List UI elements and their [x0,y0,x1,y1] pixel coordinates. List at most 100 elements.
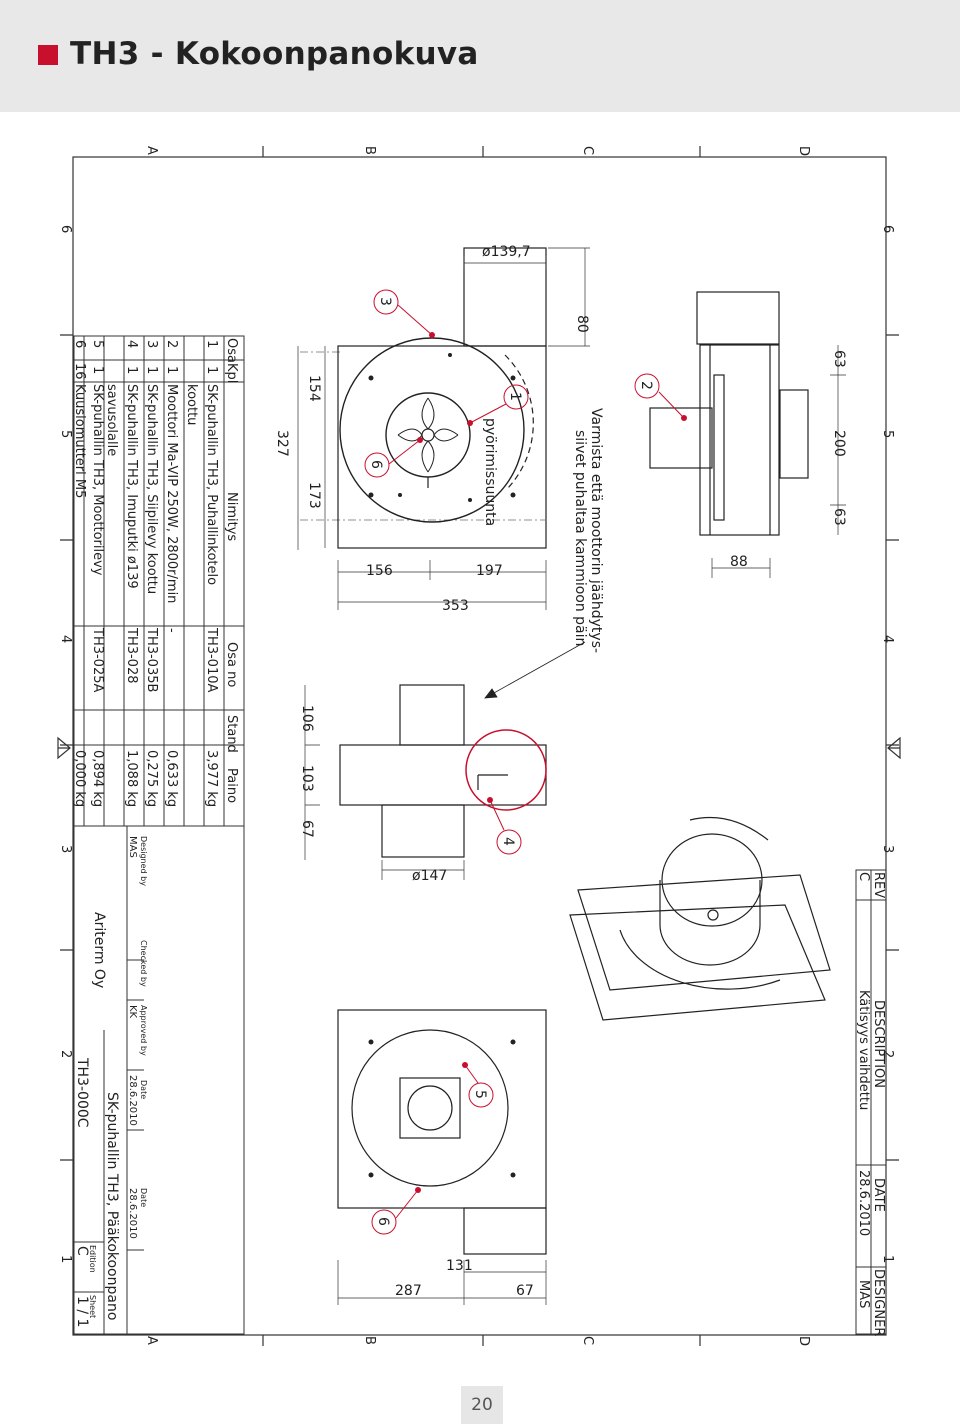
grid-row-c-bottom: C [580,1336,595,1345]
inner-border [72,156,887,1336]
balloon-6a: 6 [368,460,384,469]
part-2-name: Moottori Ma-VIP 250W, 2800r/min [164,384,179,603]
iso-volute [619,929,781,990]
iso-outlet [689,816,769,841]
dim-106: 106 [299,705,315,732]
dimension-lines [297,247,846,1305]
drawing-canvas: A B C D A B C D 6 5 4 3 2 1 6 5 4 3 2 1 … [57,146,901,1346]
dim-154: 154 [306,375,322,402]
iso-bottom-plate [569,904,826,1021]
drawing-title: SK-puhallin TH3, Pääkokoonpano [104,1092,120,1320]
dim-131: 131 [446,1258,473,1274]
center-mark-right [887,736,901,760]
part-5-paino: 0,894 kg [90,750,105,807]
bottom-view-housing [339,744,547,806]
iso-nut [707,909,719,921]
detail-circle [465,729,547,811]
dimension-labels: ø139,7 80 327 154 173 156 197 353 106 10… [274,244,847,1299]
parts-header-nimitys: Nimitys [224,492,239,541]
dim-173: 173 [306,482,322,509]
side-view-motor [649,407,713,469]
part-1-osa-no: TH3-010A [204,627,219,692]
part-4-kpl: 1 [124,366,139,374]
back-view [337,1009,547,1255]
title-accent-square [38,45,58,65]
date-value: 28.6.2010 [127,1075,138,1126]
grid-row-a-bottom: A [144,1336,159,1345]
dim-88: 88 [730,554,748,570]
rev-header-description: DESCRIPTION [871,1000,886,1088]
approved-by-value: KK [127,1005,138,1019]
dim-147: ø147 [412,868,447,884]
note-arrow [484,641,586,699]
bottom-view-inlet [381,804,465,858]
dim-139: ø139,7 [482,244,531,260]
part-1-name-cont: koottu [184,384,199,425]
grid-col-4-left: 4 [58,635,73,643]
grid-col-5-left: 5 [58,430,73,438]
iso-inlet-top [661,833,763,927]
part-5-osa: 5 [90,340,105,348]
drawing-number: TH3-000C [74,1057,90,1128]
grid-row-a-top: A [144,146,159,155]
part-4-osa: 4 [124,340,139,348]
rev-value-date: 28.6.2010 [856,1170,871,1236]
part-1-paino: 3,977 kg [204,750,219,807]
part-1-kpl: 1 [204,366,219,374]
grid-col-4-right: 4 [880,635,895,643]
side-view-backplate [713,374,725,521]
designed-by-label: Designed by [139,836,148,886]
part-2-osa-no: - [164,628,179,633]
grid-row-c-top: C [580,146,595,155]
grid-col-3-right: 3 [880,845,895,853]
part-3-osa-no: TH3-035B [144,627,159,692]
date2-label: Date [139,1188,148,1207]
dim-63b: 63 [831,508,847,526]
sheet-label: Sheet [88,1295,97,1318]
balloon-6b: 6 [375,1217,391,1226]
grid-col-1-right: 1 [880,1255,895,1263]
part-1-name: SK-puhallin TH3, Puhallinkotelo [204,384,219,585]
part-4-osa-no: TH3-028 [124,627,139,684]
iso-top-plate [577,874,831,991]
front-view-hub [421,428,435,442]
part-2-kpl: 1 [164,366,179,374]
company-name: Ariterm Oy [91,912,107,988]
parts-header-osa: Osa [224,338,239,363]
side-view-outlet [696,291,780,345]
center-mark-left [57,736,71,760]
edition-label: Edition [88,1245,97,1273]
bottom-view-motor [399,684,465,746]
grid-col-1-left: 1 [58,1255,73,1263]
part-3-name: SK-puhallin TH3, Siipilevy koottu [144,384,159,594]
front-view-centerlines [300,351,545,521]
part-4-name: SK-puhallin TH3, Imuputki ø139 [124,384,139,589]
grid-row-b-top: B [362,146,377,155]
part-balloons: 3 6 1 2 4 5 6 [364,289,687,1235]
balloon-2: 2 [638,381,654,390]
balloon-4: 4 [500,837,516,846]
side-view-cover [779,389,809,479]
dim-197: 197 [476,563,503,579]
back-view-motor-circle [407,1085,453,1131]
part-3-osa: 3 [144,340,159,348]
back-view-motor-square [399,1077,461,1139]
drawing-notes: pyörimissuunta Varmista että moottorin j… [482,408,604,653]
parts-list-table: Osa Kpl Nimitys Osa no Stand Paino 1 1 S… [72,335,245,827]
part-6-osa: 6 [72,340,87,348]
assembly-drawing: A B C D A B C D 6 5 4 3 2 1 6 5 4 3 2 1 … [0,120,960,1370]
zone-ticks-horizontal [262,146,701,1346]
page-title: TH3 - Kokoonpanokuva [70,36,479,72]
rev-header-designer: DESIGNER [871,1269,886,1336]
drawing-frame [57,146,901,1346]
page-number: 20 [461,1386,503,1424]
part-6-name: Kuusiomutteri M5 [72,384,87,498]
part-3-kpl: 1 [144,366,159,374]
part-4-paino: 1,088 kg [124,750,139,807]
parts-header-osa-no: Osa no [224,642,239,687]
zone-ticks-vertical [60,334,899,1161]
grid-col-6-right: 6 [880,225,895,233]
grid-col-2-right: 2 [880,1050,895,1058]
parts-header-stand: Stand [224,715,239,753]
balloon-3: 3 [377,297,393,306]
